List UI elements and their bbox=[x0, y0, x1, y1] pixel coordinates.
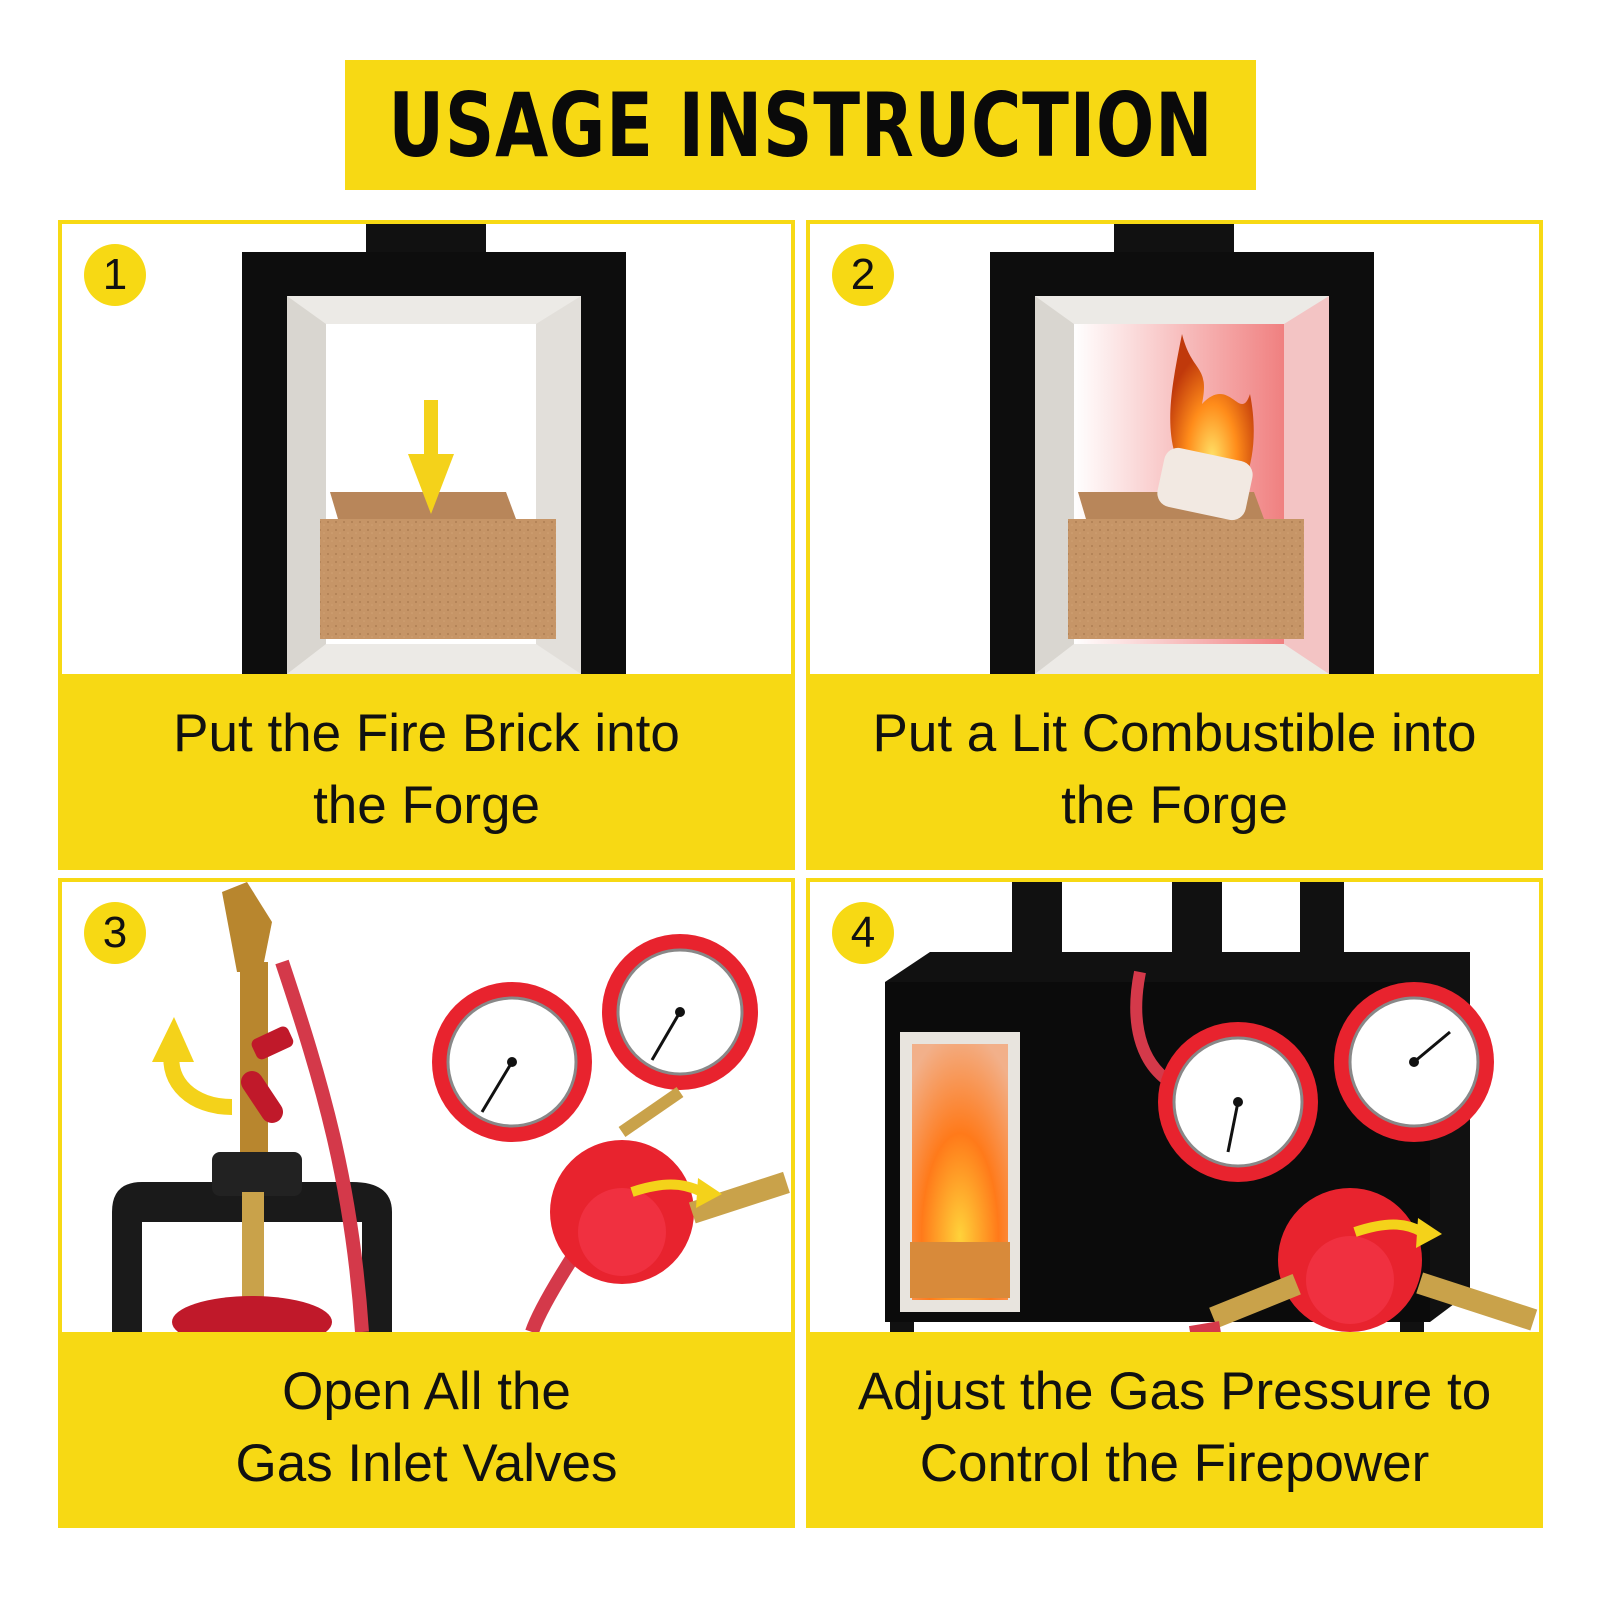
step-2-number-badge: 2 bbox=[832, 244, 894, 306]
gas-valve-and-regulator-image bbox=[112, 882, 790, 1332]
step-3-panel: 3 Open All the Gas Inlet Valves bbox=[58, 878, 795, 1528]
step-3-caption: Open All the Gas Inlet Valves bbox=[235, 1362, 618, 1493]
step-1-caption: Put the Fire Brick into the Forge bbox=[173, 704, 680, 835]
forge-with-fire-brick-image bbox=[242, 224, 626, 674]
right-pressure-gauge-4 bbox=[1334, 982, 1494, 1142]
forge-with-regulator-image bbox=[885, 882, 1538, 1332]
title-banner: USAGE INSTRUCTION bbox=[345, 60, 1256, 190]
step-1-panel: 1 Put the Fire Brick into the Forge bbox=[58, 220, 795, 870]
step-4-caption-box: Adjust the Gas Pressure to Control the F… bbox=[810, 1332, 1539, 1524]
regulator-body bbox=[550, 1087, 790, 1284]
left-pressure-gauge bbox=[432, 982, 592, 1142]
step-1-number-badge: 1 bbox=[84, 244, 146, 306]
right-pressure-gauge bbox=[602, 934, 758, 1090]
regulator-body-4 bbox=[1189, 1188, 1538, 1332]
step-4-number-badge: 4 bbox=[832, 902, 894, 964]
step-3-number-badge: 3 bbox=[84, 902, 146, 964]
step-4-panel: 4 Adjust the Gas Pressure to Control the… bbox=[806, 878, 1543, 1528]
step-2-caption-box: Put a Lit Combustible into the Forge bbox=[810, 674, 1539, 866]
left-pressure-gauge-4 bbox=[1158, 1022, 1318, 1182]
page-title: USAGE INSTRUCTION bbox=[387, 73, 1214, 177]
step-2-caption: Put a Lit Combustible into the Forge bbox=[872, 704, 1477, 835]
step-4-caption: Adjust the Gas Pressure to Control the F… bbox=[857, 1362, 1492, 1493]
step-3-caption-box: Open All the Gas Inlet Valves bbox=[62, 1332, 791, 1524]
forge-with-lit-combustible-image bbox=[990, 224, 1374, 674]
step-1-caption-box: Put the Fire Brick into the Forge bbox=[62, 674, 791, 866]
step-2-panel: 2 Put a Lit Combustible into the Forge bbox=[806, 220, 1543, 870]
